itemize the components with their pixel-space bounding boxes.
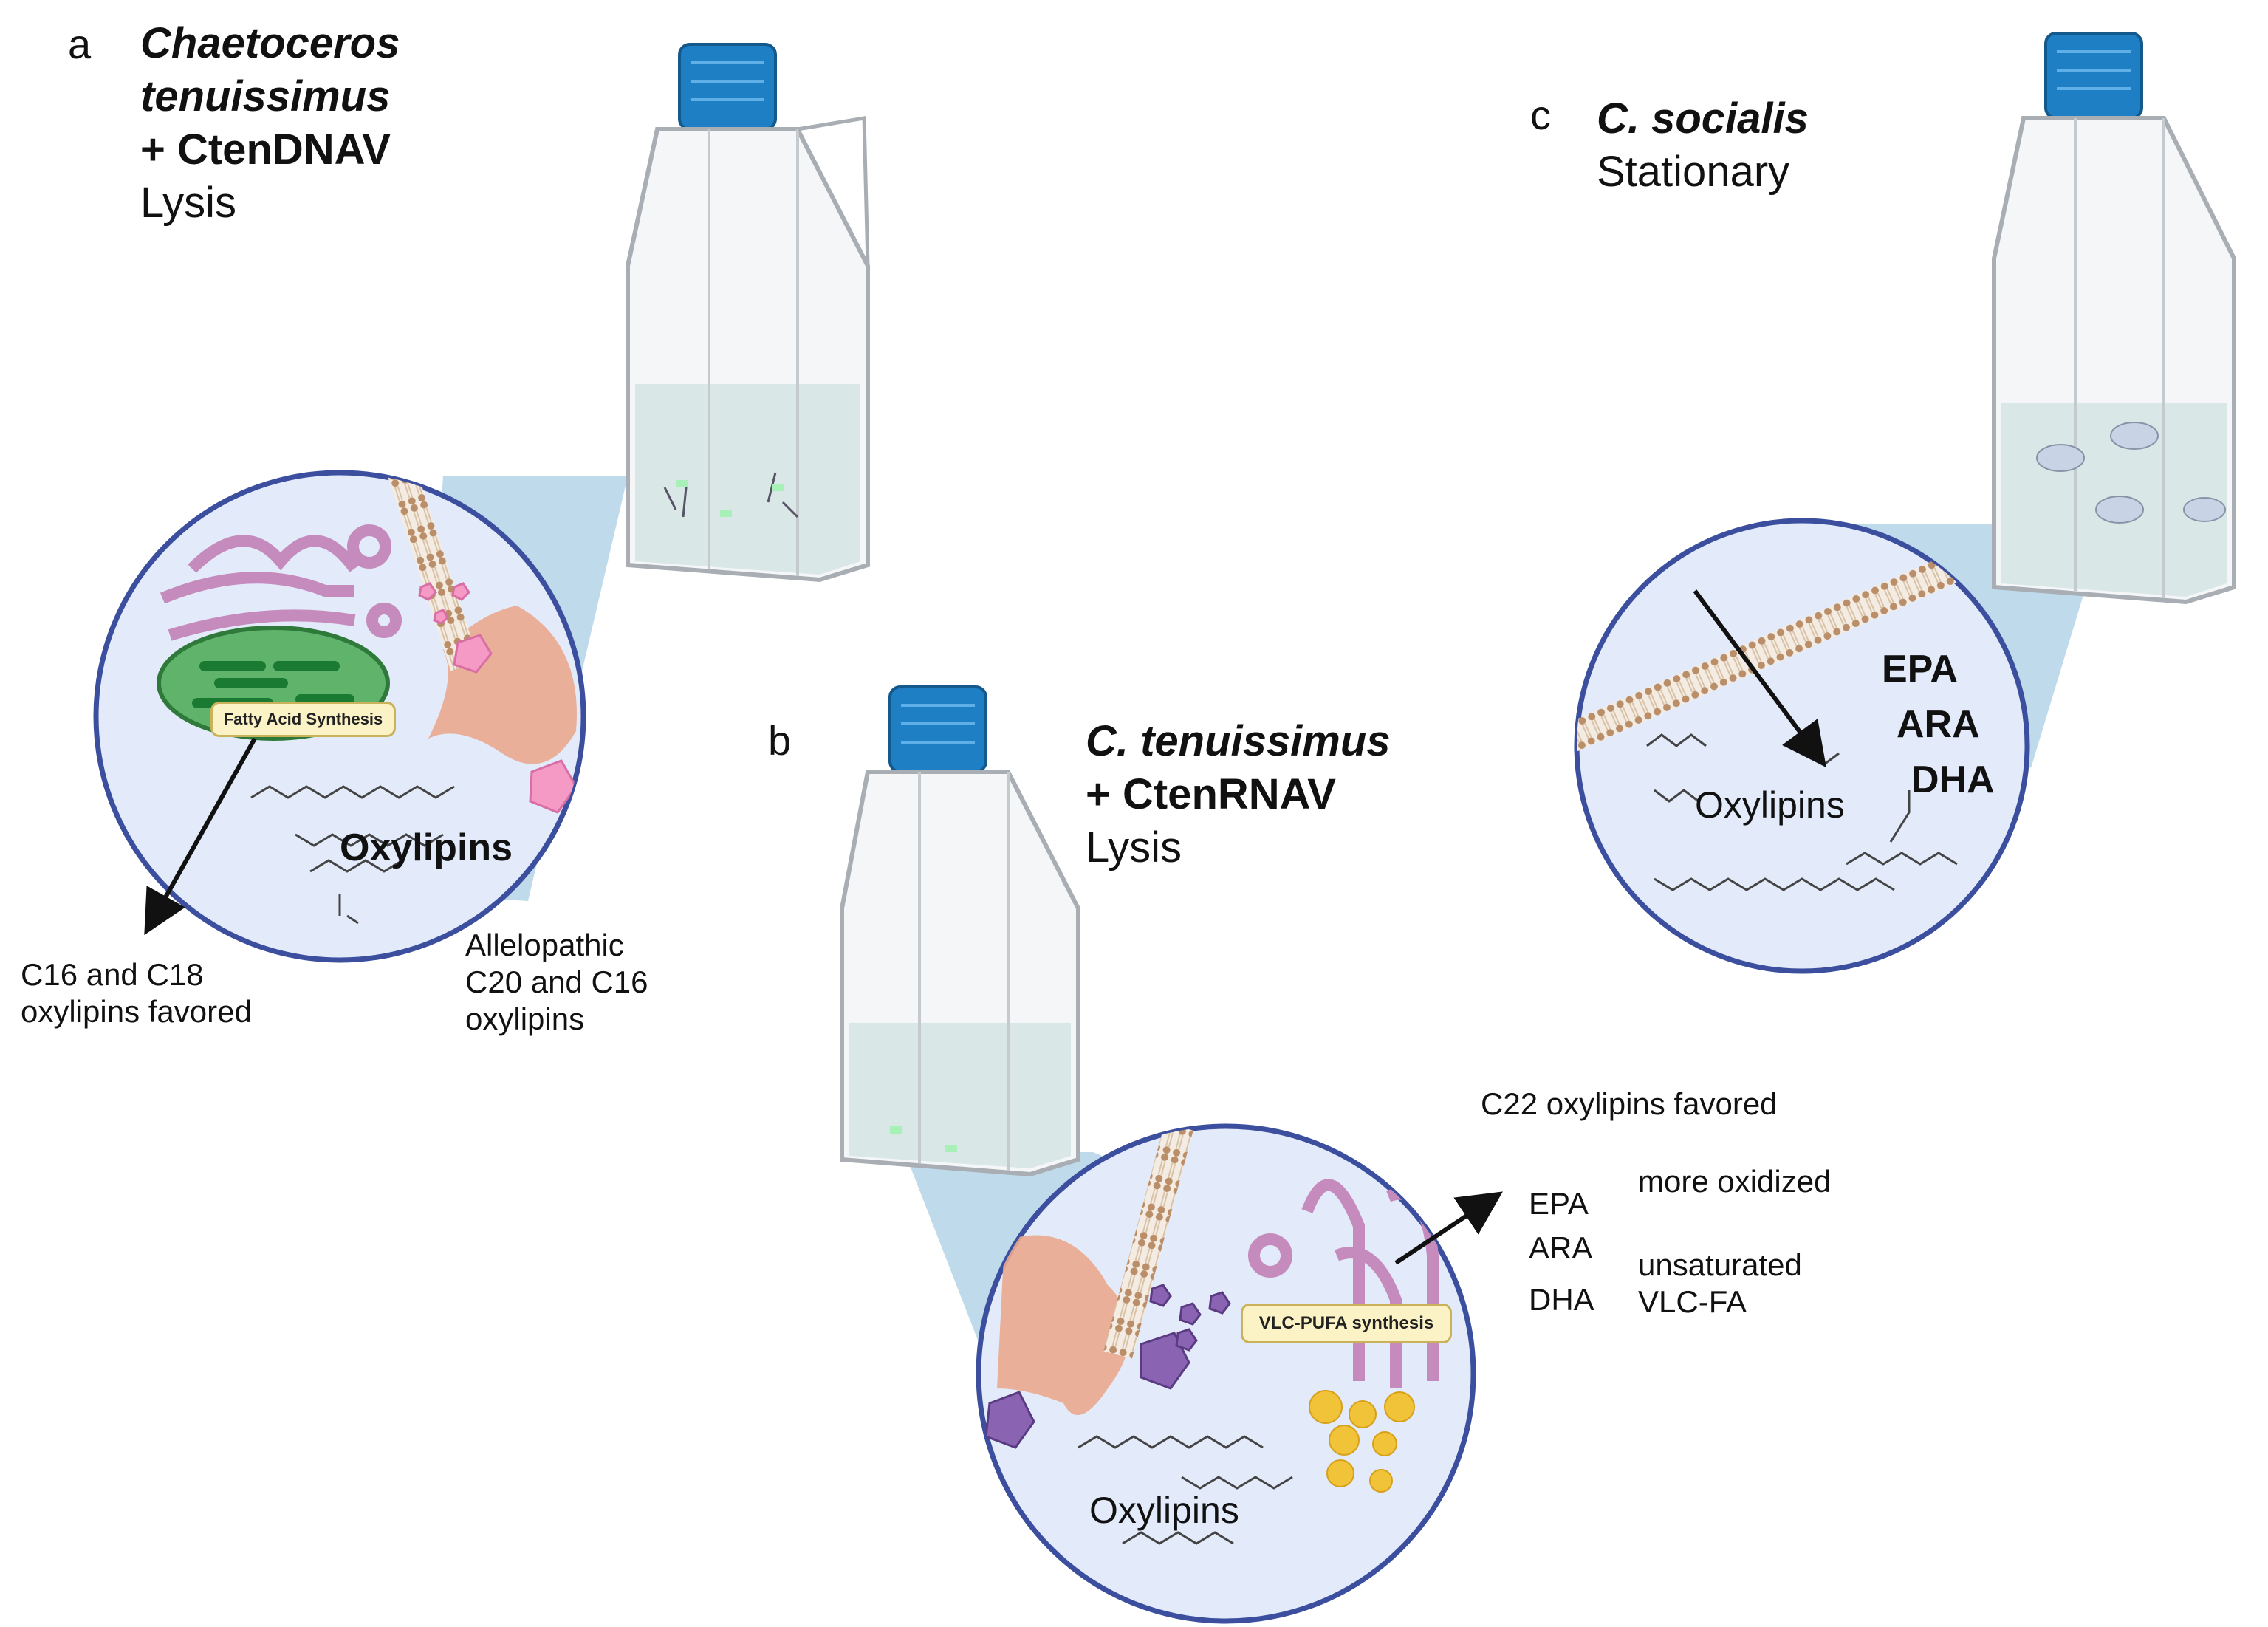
culture-flask-a <box>626 43 870 583</box>
panel-b-more-oxidized: more oxidized <box>1638 1164 1832 1199</box>
panel-b-unsaturated-line1: unsaturated <box>1638 1247 1802 1282</box>
panel-b-fatty-acid-epa: EPA <box>1529 1186 1589 1221</box>
panel-b-letter: b <box>768 717 792 764</box>
panel-a-species-line2: tenuissimus <box>140 72 391 120</box>
membrane-strip-c <box>1577 521 2027 757</box>
panel-a-oxylipins-label: Oxylipins <box>340 826 513 869</box>
arrow-a <box>144 737 257 936</box>
panel-c-letter: c <box>1530 92 1551 138</box>
lipid-droplets <box>1309 1390 1415 1493</box>
panel-b-favored: C22 oxylipins favored <box>1481 1086 1778 1121</box>
arrow-b <box>1394 1191 1503 1265</box>
oxylipin-structure-a <box>250 785 455 925</box>
panel-c-state: Stationary <box>1597 148 1790 196</box>
panel-a-note-right-line1: Allelopathic <box>465 928 624 962</box>
cell-colonies <box>2036 422 2226 524</box>
panel-c <box>1574 32 2236 974</box>
panel-a-letter: a <box>68 21 92 67</box>
fatty-acid-synthesis-tag: Fatty Acid Synthesis <box>210 702 396 737</box>
panel-b-state: Lysis <box>1086 823 1182 871</box>
panel-c-fatty-acid-epa: EPA <box>1882 648 1959 691</box>
panel-c-fatty-acid-dha: DHA <box>1911 758 1995 801</box>
culture-flask-c <box>1992 32 2236 605</box>
rna-virus-particles <box>984 1284 1231 1449</box>
panel-a <box>93 43 870 963</box>
panel-c-fatty-acid-ara: ARA <box>1897 703 1980 746</box>
membrane-strip-a <box>380 473 479 671</box>
panel-a-species-line1: Chaetoceros <box>140 19 400 67</box>
panel-a-state: Lysis <box>140 179 236 227</box>
golgi-apparatus-a <box>160 524 402 641</box>
zoom-circle-c <box>1574 518 2030 974</box>
panel-a-note-left-line1: C16 and C18 <box>21 957 204 992</box>
culture-flask-b <box>840 685 1080 1177</box>
panel-b-oxylipins-label: Oxylipins <box>1089 1490 1239 1531</box>
panel-b-fatty-acid-ara: ARA <box>1529 1230 1593 1265</box>
panel-c-oxylipins-label: Oxylipins <box>1695 784 1845 826</box>
host-cell-b <box>997 1235 1130 1415</box>
panel-b <box>840 685 1503 1624</box>
panel-b-virus: + CtenRNAV <box>1086 770 1336 818</box>
panel-a-note-right-line2: C20 and C16 <box>465 965 648 999</box>
panel-a-virus: + CtenDNAV <box>140 126 391 174</box>
dna-virus-particles <box>418 582 578 814</box>
panel-b-species: C. tenuissimus <box>1086 717 1391 765</box>
arrow-c <box>1693 589 1826 768</box>
panel-b-fatty-acid-dha: DHA <box>1529 1282 1594 1317</box>
panel-a-note-left-line2: oxylipins favored <box>21 994 252 1029</box>
membrane-strip-b <box>1103 1126 1193 1359</box>
oxylipin-structure-b <box>1078 1435 1293 1545</box>
panel-a-note-right-line3: oxylipins <box>465 1001 585 1036</box>
vlc-pufa-synthesis-tag: VLC-PUFA synthesis <box>1241 1304 1452 1343</box>
panel-b-unsaturated-line2: VLC-FA <box>1638 1284 1747 1319</box>
panel-c-species: C. socialis <box>1597 95 1809 143</box>
